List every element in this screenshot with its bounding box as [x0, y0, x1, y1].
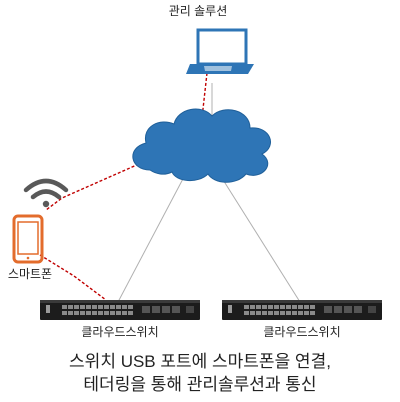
caption-line-1: 스위치 USB 포트에 스마트폰을 연결,	[69, 352, 331, 371]
smartphone-icon	[12, 214, 44, 264]
switch-right-label: 클라우드스위치	[263, 325, 340, 339]
laptop-label: 관리 솔루션	[169, 4, 228, 18]
cloud-icon	[132, 108, 271, 183]
switch-right	[222, 300, 382, 320]
laptop-icon	[186, 28, 254, 74]
link-cloud-switch-left	[117, 174, 186, 303]
tether-link-phone-switch	[39, 254, 107, 301]
link-cloud-switch-right	[219, 174, 301, 303]
switch-left	[40, 300, 200, 320]
switch-icon	[40, 300, 200, 320]
wifi-icon	[23, 178, 69, 208]
connections	[39, 72, 301, 303]
tether-link-cloud-phone	[45, 159, 149, 211]
switch-icon	[222, 300, 382, 320]
caption-line-2: 테더링을 통해 관리솔루션과 통신	[83, 375, 316, 394]
smartphone-label: 스마트폰	[8, 267, 52, 281]
switch-left-label: 클라우드스위치	[81, 325, 158, 339]
